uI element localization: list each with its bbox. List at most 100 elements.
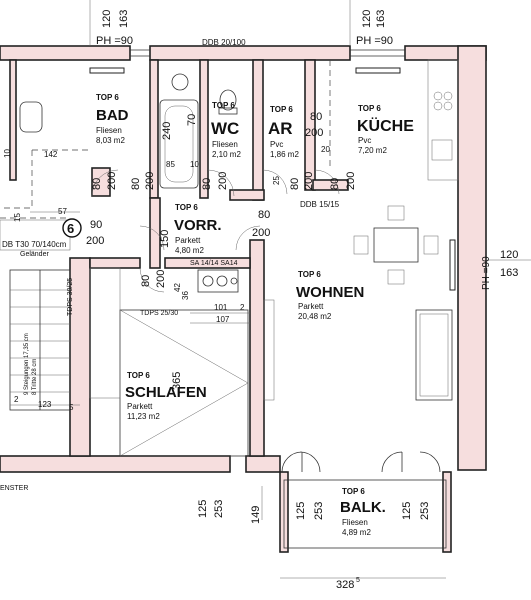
- svg-text:365: 365: [171, 372, 183, 390]
- svg-text:2: 2: [14, 395, 19, 404]
- schlafen-name: SCHLAFEN: [125, 384, 207, 401]
- wall-right: [457, 45, 487, 471]
- kueche-area: 7,20 m2: [358, 146, 387, 155]
- top-left-ph: PH =90: [96, 35, 133, 47]
- svg-text:80: 80: [140, 275, 152, 287]
- svg-text:80: 80: [201, 178, 213, 190]
- svg-text:142: 142: [44, 150, 58, 159]
- svg-text:107: 107: [216, 315, 230, 324]
- ar-name: AR: [268, 119, 293, 138]
- top-left-dim-a: 120: [101, 10, 113, 28]
- vorr-floor: Parkett: [175, 236, 201, 245]
- svg-text:200: 200: [303, 172, 315, 190]
- svg-text:2: 2: [240, 303, 245, 312]
- schlafen-area: 11,23 m2: [127, 412, 160, 421]
- svg-text:200: 200: [305, 127, 323, 139]
- dimension-lines: [10, 0, 531, 579]
- svg-text:20: 20: [321, 145, 330, 154]
- svg-text:85: 85: [166, 160, 175, 169]
- svg-text:200: 200: [217, 172, 229, 190]
- tv-unit: [263, 299, 275, 401]
- svg-text:5: 5: [69, 403, 74, 412]
- window-right-radiator: [449, 239, 456, 291]
- door-swings: [91, 169, 340, 293]
- kueche-floor: Pvc: [358, 136, 371, 145]
- svg-text:253: 253: [313, 502, 325, 520]
- kitchen-counter: [427, 59, 459, 181]
- wall-left-inner: [9, 59, 17, 181]
- kueche-top: TOP 6: [358, 104, 381, 113]
- washbasin: [19, 101, 43, 133]
- svg-text:80: 80: [91, 178, 103, 190]
- window-bath-radiator: [89, 67, 125, 74]
- door-note: DB T30 70/140cm: [2, 240, 67, 249]
- steps-label: 9 Steigungen 17,35 cm: [24, 333, 30, 395]
- svg-text:120: 120: [500, 249, 518, 261]
- fixtures: [0, 59, 459, 473]
- schlafen-top: TOP 6: [127, 371, 150, 380]
- dining-table: [373, 227, 419, 263]
- svg-text:125: 125: [401, 502, 413, 520]
- svg-text:70: 70: [186, 114, 198, 126]
- svg-text:90: 90: [90, 219, 102, 231]
- wall-bath-bottom: [91, 167, 111, 197]
- tdps-vertical: TDPS 30/25: [67, 278, 74, 316]
- svg-text:200: 200: [86, 235, 104, 247]
- svg-text:80: 80: [130, 178, 142, 190]
- balk-top: TOP 6: [342, 487, 365, 496]
- wall-ar-right: [304, 59, 316, 191]
- labels: 120 163 PH =90 120 163 PH =90 DDB 20/100…: [0, 10, 518, 591]
- bad-area: 8,03 m2: [96, 136, 125, 145]
- tdps-horizontal: TDPS 25/30: [140, 310, 178, 317]
- svg-text:200: 200: [106, 172, 118, 190]
- wall-bottom-left: [0, 455, 231, 473]
- ddb-mid: DDB 15/15: [300, 200, 340, 209]
- wohnen-name: WOHNEN: [296, 284, 364, 301]
- vorr-area: 4,80 m2: [175, 246, 204, 255]
- svg-text:125: 125: [295, 502, 307, 520]
- wall-vorr-top: [229, 189, 265, 201]
- wc-name: WC: [211, 119, 239, 138]
- wc-top: TOP 6: [212, 101, 235, 110]
- windows: [89, 49, 456, 291]
- svg-text:80: 80: [310, 111, 322, 123]
- balk-floor: Fliesen: [342, 518, 368, 527]
- bed: [119, 309, 249, 457]
- bad-floor: Fliesen: [96, 126, 122, 135]
- balk-name: BALK.: [340, 499, 386, 516]
- svg-text:36: 36: [181, 291, 190, 300]
- shaft: [197, 269, 239, 293]
- staircase: [9, 269, 71, 411]
- schlafen-floor: Parkett: [127, 402, 153, 411]
- walls: [0, 45, 487, 553]
- svg-text:5: 5: [356, 577, 360, 584]
- svg-text:10: 10: [3, 149, 12, 158]
- ddb-top: DDB 20/100: [202, 38, 246, 47]
- svg-text:15: 15: [13, 213, 22, 222]
- ar-area: 1,86 m2: [270, 150, 299, 159]
- top-right-dim-b: 163: [375, 10, 387, 28]
- svg-text:125: 125: [197, 500, 209, 518]
- wall-schlafen-top-right: [164, 257, 251, 269]
- svg-text:80: 80: [329, 178, 341, 190]
- svg-text:PH =90: PH =90: [481, 256, 492, 290]
- svg-text:150: 150: [159, 230, 171, 248]
- wall-top-mid: [149, 45, 351, 61]
- svg-text:42: 42: [173, 283, 182, 292]
- bathtub: [159, 99, 199, 189]
- svg-text:253: 253: [213, 500, 225, 518]
- treads-label: 8 Tritte 28 cm: [32, 359, 38, 395]
- wall-bottom-mid: [245, 455, 281, 473]
- wall-vorr-left: [149, 197, 161, 269]
- svg-text:80: 80: [289, 178, 301, 190]
- wardrobe: [89, 267, 121, 399]
- bad-top: TOP 6: [96, 93, 119, 102]
- svg-text:200: 200: [345, 172, 357, 190]
- kueche-name: KÜCHE: [357, 116, 414, 135]
- wohnen-top: TOP 6: [298, 270, 321, 279]
- top-right-ph: PH =90: [356, 35, 393, 47]
- svg-text:80: 80: [258, 209, 270, 221]
- svg-text:123: 123: [38, 400, 52, 409]
- wc-area: 2,10 m2: [212, 150, 241, 159]
